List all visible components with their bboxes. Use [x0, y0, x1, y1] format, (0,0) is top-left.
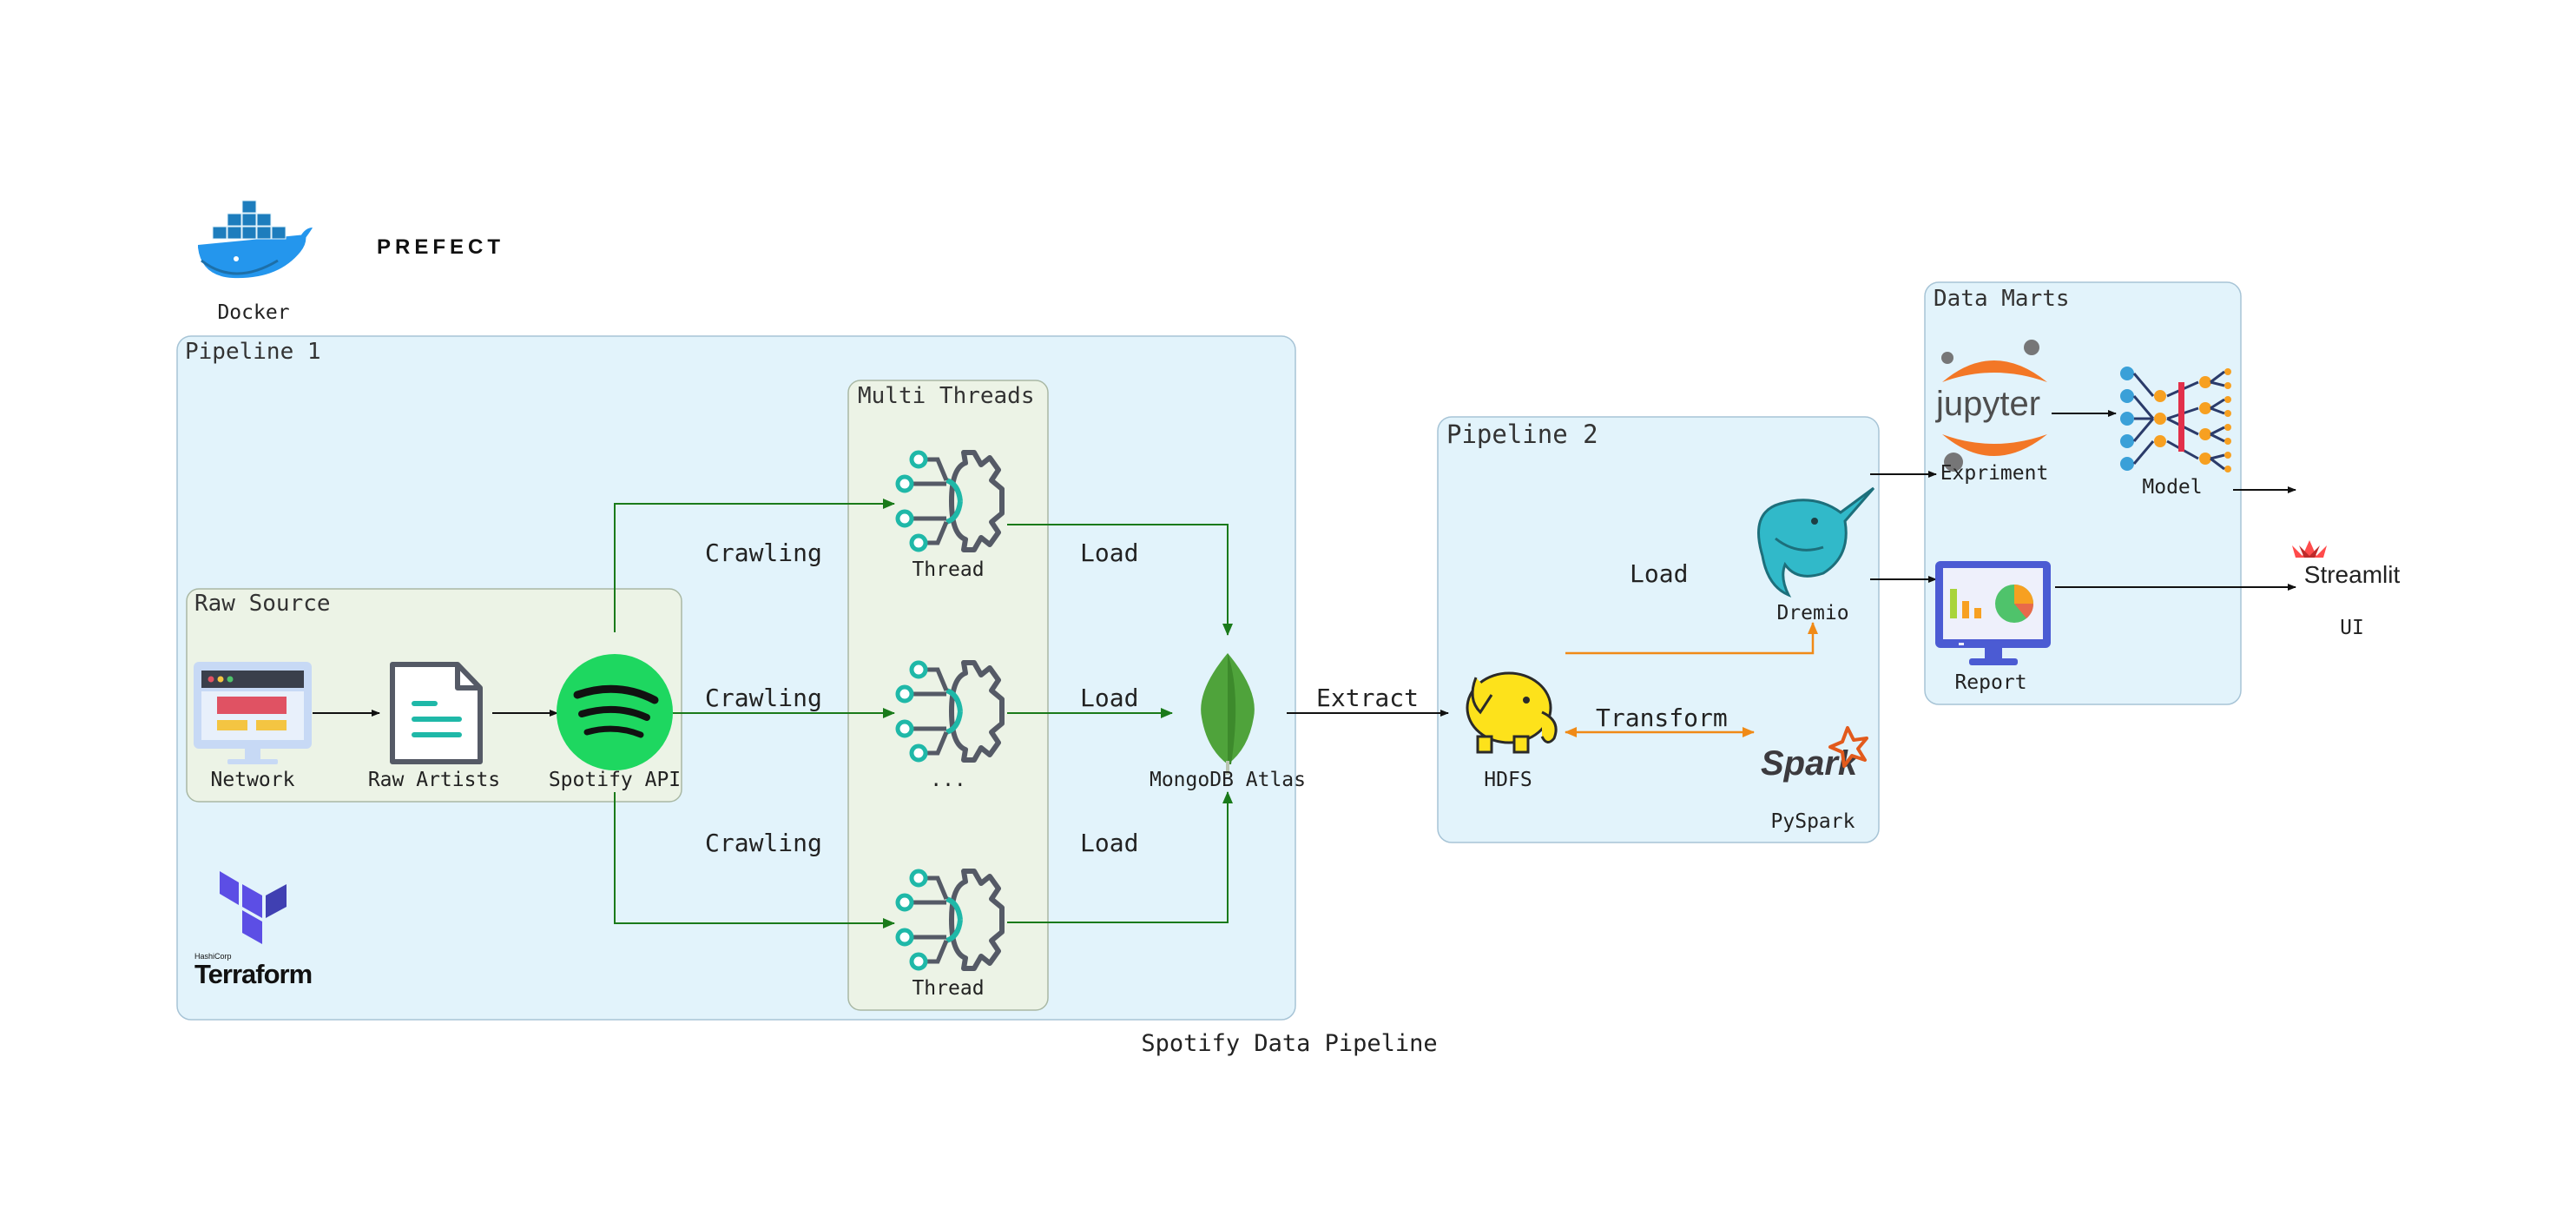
mongodb-label: MongoDB Atlas [1150, 769, 1306, 791]
network-icon [194, 662, 312, 764]
docker-icon [198, 200, 313, 279]
network-label: Network [211, 769, 295, 791]
terraform-icon [220, 871, 287, 944]
expriment-label: Expriment [1940, 462, 2049, 485]
raw-source-label: Raw Source [194, 591, 331, 617]
prefect-logo: PREFECT [377, 235, 504, 259]
streamlit-label: Streamlit [2304, 561, 2401, 588]
jupyter-logo-text: jupyter [1935, 385, 2040, 423]
edge-label-load-mid: Load [1080, 684, 1138, 712]
thread-top-label: Thread [912, 558, 984, 581]
edge-label-extract: Extract [1316, 684, 1419, 712]
edge-crawl-top [614, 499, 895, 632]
spark-icon: Spark [1761, 726, 1868, 783]
edge-load-top [1007, 524, 1233, 636]
model-label: Model [2142, 476, 2202, 499]
spotify-icon [557, 654, 673, 770]
thread-icon-top [895, 450, 1005, 552]
raw-artists-label: Raw Artists [368, 769, 500, 791]
dremio-icon [1757, 486, 1875, 598]
multi-threads-label: Multi Threads [858, 383, 1035, 409]
multi-threads-panel: Multi Threads [847, 380, 1049, 1011]
docker-label: Docker [217, 301, 289, 324]
edge-crawl-bottom [614, 792, 895, 928]
thread-bottom-label: Thread [912, 977, 984, 1000]
data-marts-label: Data Marts [1934, 286, 2070, 312]
edge-load-bottom [1007, 791, 1233, 923]
terraform-company-label: HashiCorp [194, 952, 232, 961]
ui-label: UI [2340, 617, 2364, 639]
spotify-api-label: Spotify API [549, 769, 681, 791]
model-icon [2120, 367, 2231, 472]
edge-label-crawling-mid: Crawling [705, 684, 822, 712]
hdfs-label: HDFS [1484, 769, 1532, 791]
diagram-title: Spotify Data Pipeline [1141, 1030, 1437, 1057]
edge-label-crawling-bottom: Crawling [705, 829, 822, 857]
edge-label-crawling-top: Crawling [705, 539, 822, 567]
pyspark-label: PySpark [1771, 810, 1855, 833]
edge-label-load-top: Load [1080, 539, 1138, 567]
edge-label-load-dremio: Load [1630, 559, 1688, 588]
streamlit-icon [2292, 540, 2327, 558]
pipeline2-label: Pipeline 2 [1446, 420, 1598, 449]
edges [313, 410, 2296, 928]
raw-artists-icon [390, 662, 483, 764]
report-icon [1935, 561, 2051, 665]
dremio-label: Dremio [1776, 602, 1848, 624]
edge-label-load-bottom: Load [1080, 829, 1138, 857]
pipeline1-label: Pipeline 1 [185, 339, 321, 365]
terraform-label: Terraform [194, 959, 312, 989]
jupyter-icon: jupyter [1935, 340, 2047, 472]
edge-load-dremio [1565, 622, 1818, 655]
mongodb-icon [1201, 653, 1255, 775]
hdfs-icon [1466, 671, 1558, 754]
edge-labels: Crawling Crawling Crawling Load Load Loa… [705, 539, 1728, 857]
thread-mid-label: ... [930, 769, 966, 791]
edge-label-transform: Transform [1596, 704, 1728, 732]
report-label: Report [1954, 671, 2026, 694]
